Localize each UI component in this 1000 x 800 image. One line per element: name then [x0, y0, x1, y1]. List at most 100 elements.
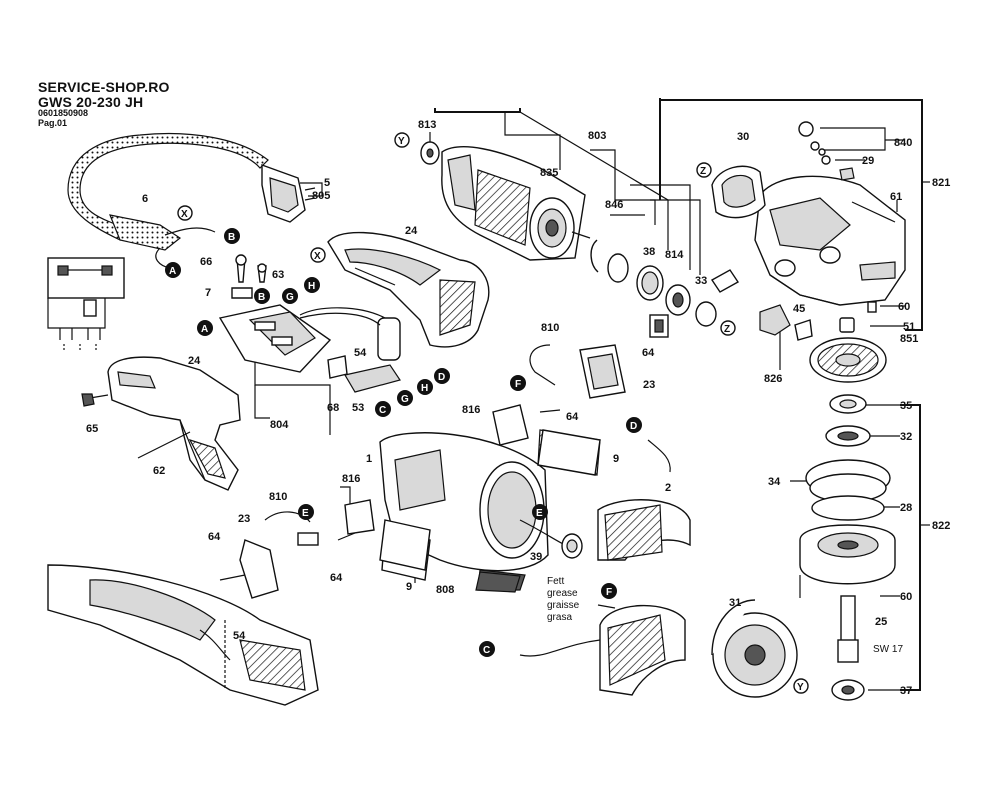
label-64-left: 64 [208, 531, 221, 543]
flat-parts [379, 429, 601, 593]
label-810-top: 810 [541, 322, 559, 334]
svg-text:G: G [401, 394, 409, 405]
marker-y-2: Y [793, 678, 809, 694]
shop-name: SERVICE-SHOP.RO [38, 79, 170, 95]
stator [519, 439, 691, 696]
svg-text:Y: Y [398, 136, 405, 147]
marker-e-1: E [298, 504, 314, 520]
marker-h-1: H [304, 277, 320, 293]
label-1: 1 [366, 453, 372, 465]
label-29: 29 [862, 155, 874, 167]
label-33: 33 [695, 275, 707, 287]
leader-brackets [254, 98, 930, 691]
label-840: 840 [894, 137, 912, 149]
marker-a-1: A [165, 262, 181, 278]
label-53: 53 [352, 402, 364, 414]
label-60-top: 60 [898, 301, 910, 313]
label-sw17: SW 17 [873, 644, 903, 655]
rear-handle [327, 231, 490, 348]
svg-text:Z: Z [700, 166, 706, 177]
marker-x-1: X [177, 205, 193, 221]
wiring-schematic [47, 257, 125, 352]
marker-z-2: Z [720, 320, 736, 336]
label-835: 835 [540, 167, 558, 179]
label-822: 822 [932, 520, 950, 532]
svg-text:B: B [258, 292, 265, 303]
label-60-bottom: 60 [900, 591, 912, 603]
svg-text:H: H [308, 281, 315, 292]
label-64-top: 64 [642, 347, 655, 359]
svg-text:C: C [483, 645, 490, 656]
svg-text:E: E [536, 508, 543, 519]
svg-text:H: H [421, 383, 428, 394]
label-64-mid: 64 [566, 411, 579, 423]
label-813: 813 [418, 119, 436, 131]
label-66: 66 [200, 256, 212, 268]
marker-c-2: C [479, 641, 495, 657]
gear-housing [711, 121, 906, 341]
svg-text:X: X [181, 209, 188, 220]
marker-f-2: F [601, 583, 617, 599]
label-24-side: 24 [188, 355, 201, 367]
connection-markers: A A B B G G H H D D C C F F E E [165, 228, 642, 657]
svg-text:A: A [169, 266, 176, 277]
label-64-lower: 64 [330, 572, 343, 584]
label-9-top: 9 [613, 453, 619, 465]
label-5: 5 [324, 177, 330, 189]
label-28: 28 [900, 502, 912, 514]
label-31: 31 [729, 597, 741, 609]
label-34: 34 [768, 476, 781, 488]
spindle-stack [799, 337, 896, 701]
label-45: 45 [793, 303, 805, 315]
label-804: 804 [270, 419, 289, 431]
marker-e-2: E [532, 504, 548, 520]
marker-d-2: D [626, 417, 642, 433]
label-68: 68 [327, 402, 339, 414]
label-61: 61 [890, 191, 902, 203]
alignment-markers: X X Y Y Z Z [177, 132, 809, 694]
marker-x-2: X [310, 247, 326, 263]
svg-text:B: B [228, 232, 235, 243]
label-9-bottom: 9 [406, 581, 412, 593]
label-821: 821 [932, 177, 950, 189]
label-805: 805 [312, 190, 330, 202]
label-65: 65 [86, 423, 98, 435]
svg-text:F: F [606, 587, 612, 598]
label-803: 803 [588, 130, 606, 142]
marker-d-1: D [434, 368, 450, 384]
label-63: 63 [272, 269, 284, 281]
label-25: 25 [875, 616, 887, 628]
label-846: 846 [605, 199, 623, 211]
switch-assembly [218, 254, 401, 393]
svg-text:G: G [286, 292, 294, 303]
label-38: 38 [643, 246, 655, 258]
label-39: 39 [530, 551, 542, 563]
label-30: 30 [737, 131, 749, 143]
label-35: 35 [900, 400, 912, 412]
marker-g-2: G [397, 390, 413, 406]
label-6: 6 [142, 193, 148, 205]
marker-b-1: B [224, 228, 240, 244]
marker-h-2: H [417, 379, 433, 395]
grease-note-es: grasa [547, 612, 572, 623]
marker-g-1: G [282, 288, 298, 304]
svg-text:Y: Y [797, 682, 804, 693]
svg-text:F: F [515, 379, 521, 390]
model-name: GWS 20-230 JH [38, 93, 144, 110]
label-7: 7 [205, 287, 211, 299]
assembled-cutaway [47, 564, 319, 706]
marker-a-2: A [197, 320, 213, 336]
label-37: 37 [900, 685, 912, 697]
label-51: 51 [903, 321, 915, 333]
label-62: 62 [153, 465, 165, 477]
label-23-top: 23 [643, 379, 655, 391]
grease-note-en: grease [547, 588, 578, 599]
marker-b-2: B [254, 288, 270, 304]
label-851: 851 [900, 333, 918, 345]
label-814: 814 [665, 249, 684, 261]
label-816-bottom: 816 [342, 473, 360, 485]
label-2: 2 [665, 482, 671, 494]
svg-text:Z: Z [724, 324, 730, 335]
label-816-top: 816 [462, 404, 480, 416]
part-code: 0601850908 [38, 108, 89, 119]
